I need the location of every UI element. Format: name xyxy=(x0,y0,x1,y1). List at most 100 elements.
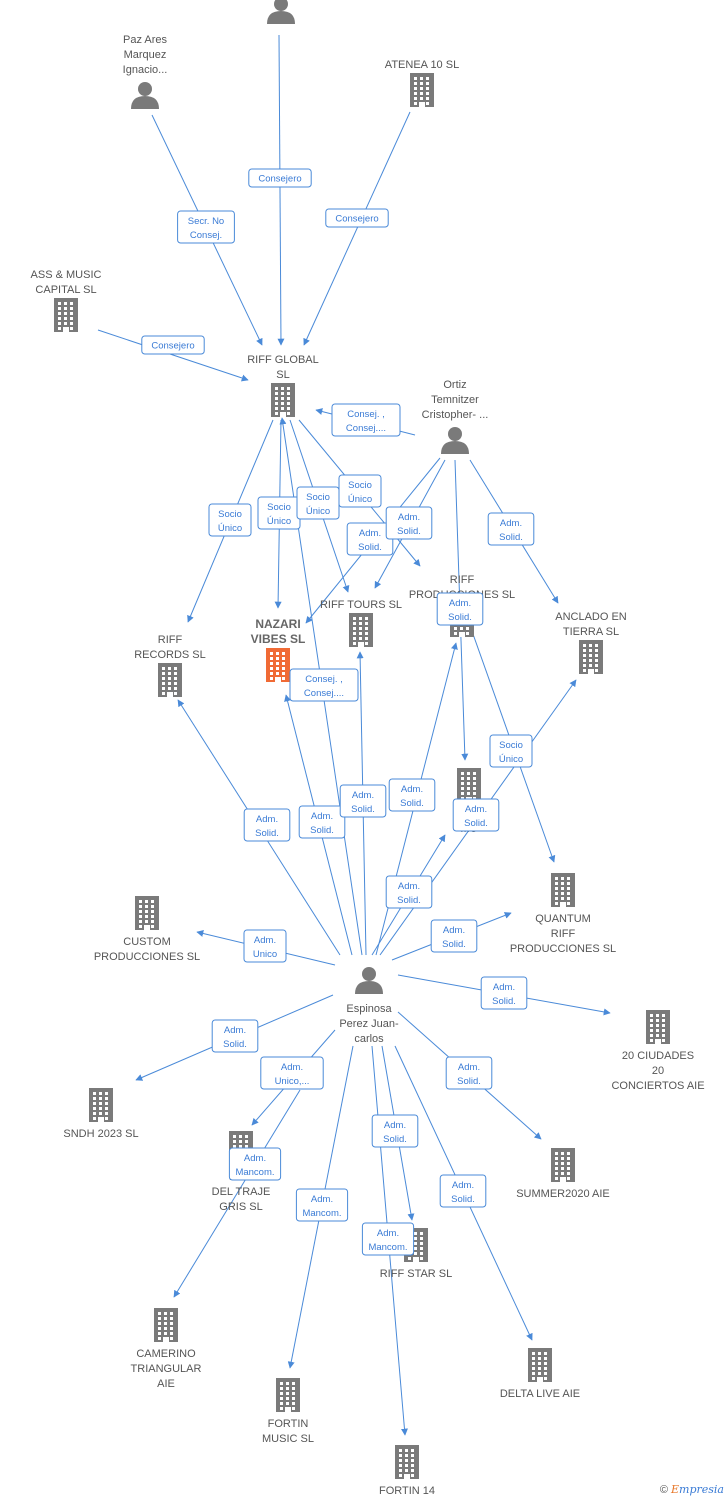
building-icon xyxy=(457,768,481,802)
relation-box xyxy=(388,778,436,812)
relation-text: Único xyxy=(267,516,291,527)
empresia-logo[interactable]: Empresia xyxy=(671,1483,724,1496)
relation-text: Solid. xyxy=(492,996,516,1007)
relation-box xyxy=(260,1056,324,1090)
relation-label-espinosa-ciudades[interactable]: Adm.Solid. xyxy=(480,976,528,1010)
relation-text: Solid. xyxy=(351,804,375,815)
node-label-line: TIERRA SL xyxy=(563,626,619,638)
relation-text: Mancom. xyxy=(368,1242,407,1253)
relation-box xyxy=(385,506,433,540)
node-rifftours[interactable]: RIFF TOURS SL xyxy=(320,599,402,647)
building-icon xyxy=(271,383,295,417)
node-ortiz[interactable]: OrtizTemnitzerCristopher- ... xyxy=(422,379,489,454)
node-atenea[interactable]: ATENEA 10 SL xyxy=(385,59,459,107)
relation-box xyxy=(331,403,401,437)
person-icon xyxy=(131,82,159,109)
node-label-line: FORTIN xyxy=(268,1418,309,1430)
relation-label-espinosa-sndh[interactable]: Adm.Solid. xyxy=(211,1019,259,1053)
relation-text: Adm. xyxy=(398,512,420,523)
relation-label-espinosa-custom[interactable]: Adm.Unico xyxy=(243,929,287,963)
relation-label-espinosa-summer[interactable]: Adm.Solid. xyxy=(445,1056,493,1090)
relation-label-espinosa-riffprod[interactable]: Adm.Solid. xyxy=(388,778,436,812)
relation-text: Socio xyxy=(218,509,242,520)
node-fortin14[interactable]: FORTIN 14 xyxy=(379,1445,435,1497)
person-icon xyxy=(267,0,295,24)
relation-label-espinosa-riffglobal[interactable]: Consej. ,Consej.... xyxy=(289,668,359,702)
node-label-line: SNDH 2023 SL xyxy=(63,1128,138,1140)
relation-box xyxy=(436,592,484,626)
node-deltalive[interactable]: DELTA LIVE AIE xyxy=(500,1348,580,1400)
relation-label-espinosa-fortin14[interactable]: Adm.Mancom. xyxy=(361,1222,415,1256)
node-label-line: PRODUCCIONES SL xyxy=(510,943,616,955)
relation-label-ortiz-nazari[interactable]: Adm.Solid. xyxy=(346,522,394,556)
relation-text: Solid. xyxy=(397,895,421,906)
relation-text: Unico xyxy=(253,949,277,960)
relation-text: Adm. xyxy=(500,518,522,529)
relation-text: Único xyxy=(499,754,523,765)
relation-box xyxy=(430,919,478,953)
relation-box xyxy=(489,734,533,768)
relation-label-assmusic-riffglobal[interactable]: Consejero xyxy=(141,335,205,355)
relation-box xyxy=(338,474,382,508)
relation-label-ortiz-rifftours[interactable]: Adm.Solid. xyxy=(385,506,433,540)
node-label-line: TRIANGULAR xyxy=(131,1363,202,1375)
relation-label-espinosa-kmu[interactable]: Adm.Solid. xyxy=(385,875,433,909)
relation-text: Adm. xyxy=(359,528,381,539)
relation-text: Adm. xyxy=(384,1120,406,1131)
node-sndh[interactable]: SNDH 2023 SL xyxy=(63,1088,139,1140)
building-icon xyxy=(54,298,78,332)
relation-label-espinosa-deltalive[interactable]: Adm.Solid. xyxy=(439,1174,487,1208)
relation-text: Adm. xyxy=(281,1062,303,1073)
relation-label-espinosa-anclado[interactable]: Adm.Solid. xyxy=(452,798,500,832)
relation-label-atenea-riffglobal[interactable]: Consejero xyxy=(325,208,389,228)
relation-label-espinosa-riffrecords[interactable]: Adm.Solid. xyxy=(243,808,291,842)
node-label-line: SUMMER2020 AIE xyxy=(516,1188,610,1200)
person-icon xyxy=(441,427,469,454)
relation-text: Solid. xyxy=(383,1134,407,1145)
node-label-line: PRODUCCIONES SL xyxy=(94,951,200,963)
relation-label-espinosa-traje[interactable]: Adm.Unico,... xyxy=(260,1056,324,1090)
relation-label-espinosa-quantum[interactable]: Adm.Solid. xyxy=(430,919,478,953)
relation-text: Adm. xyxy=(311,1194,333,1205)
node-paz[interactable]: Paz AresMarquezIgnacio... xyxy=(123,34,168,109)
relation-box xyxy=(177,210,235,244)
relation-box xyxy=(487,512,535,546)
relation-label-espinosa-riffstar[interactable]: Adm. Solid. xyxy=(371,1114,419,1148)
relation-label-espinosa-fortinmusic[interactable]: Adm.Mancom. xyxy=(295,1188,349,1222)
relation-label-ortiz-kmu[interactable]: Adm.Solid. xyxy=(436,592,484,626)
node-label-line: RIFF STAR SL xyxy=(380,1268,453,1280)
relation-text: Solid. xyxy=(457,1076,481,1087)
relation-label-espinosa-rifftours[interactable]: Adm.Solid. xyxy=(339,784,387,818)
relation-label-ortiz-anclado[interactable]: Adm.Solid. xyxy=(487,512,535,546)
relation-label-ortiz-riffglobal[interactable]: Consej. ,Consej.... xyxy=(331,403,401,437)
relation-text: Socio xyxy=(267,502,291,513)
relation-box xyxy=(243,929,287,963)
relation-text: Consej.... xyxy=(304,688,344,699)
relation-label-espinosa-nazari[interactable]: Adm.Solid. xyxy=(298,805,346,839)
node-summer[interactable]: SUMMER2020 AIE xyxy=(516,1148,610,1200)
node-label-line: DELTA LIVE AIE xyxy=(500,1388,580,1400)
relation-label-espinosa-camerino[interactable]: Adm.Mancom. xyxy=(228,1147,282,1181)
relation-label-p_top-riffglobal[interactable]: Consejero xyxy=(248,168,312,188)
node-p_top[interactable] xyxy=(267,0,295,24)
node-label-line: ATENEA 10 SL xyxy=(385,59,459,71)
